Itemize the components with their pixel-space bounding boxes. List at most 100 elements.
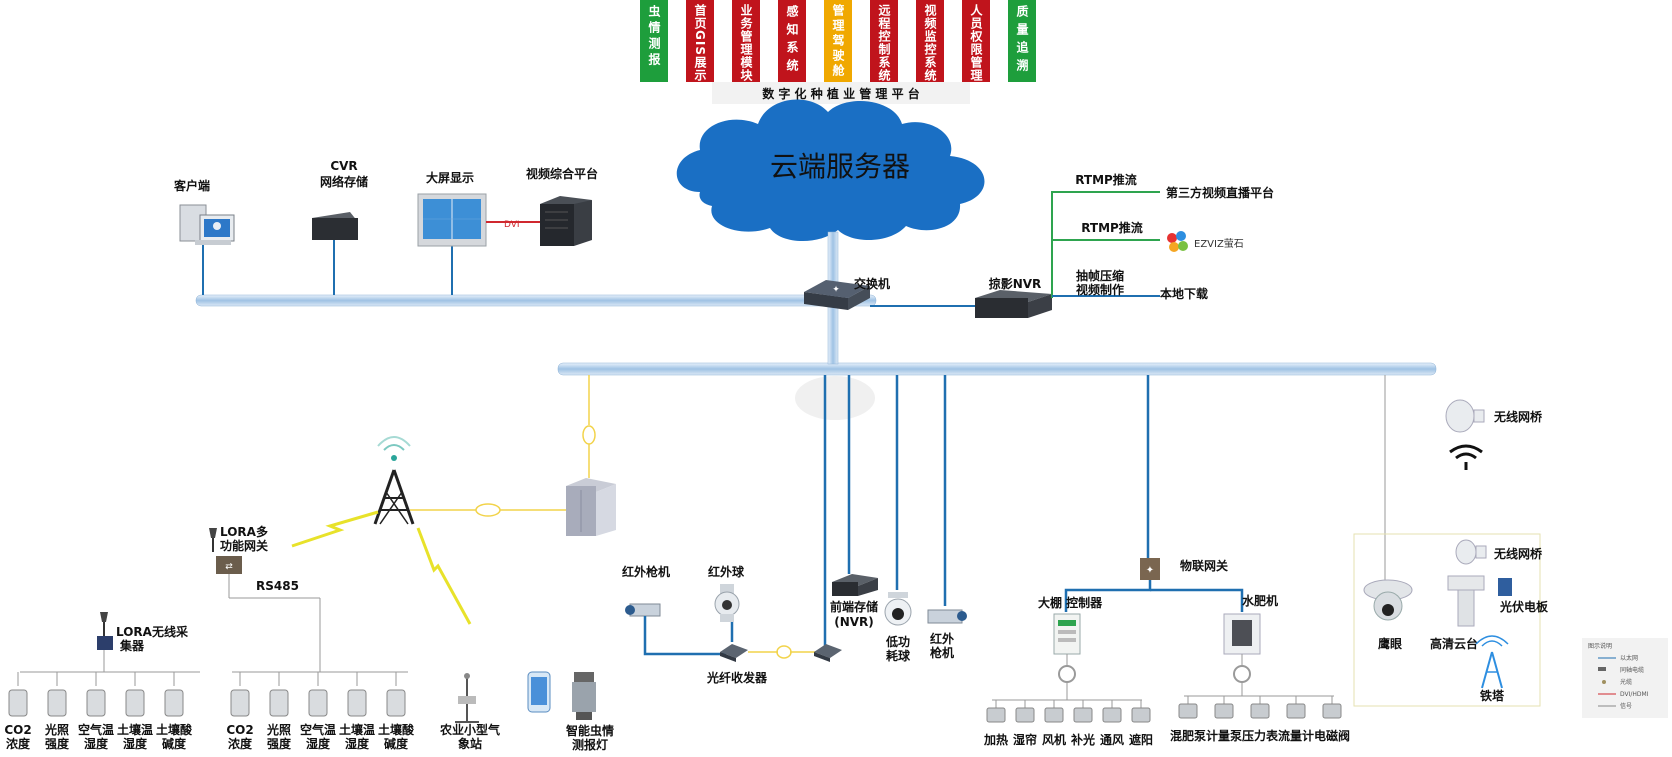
frame-label-1: 抽帧压缩: [1076, 268, 1124, 283]
nvr-icon: [975, 290, 1052, 318]
greenhouse-item-label-4: 通风: [1100, 732, 1124, 747]
insect-lamp-label-2: 测报灯: [572, 737, 608, 752]
weather-station-icon: [455, 673, 479, 723]
lora-gateway-icon: ⇄: [209, 528, 242, 574]
wifi-signal-icon: [1449, 444, 1483, 470]
eagle-eye-label: 鹰眼: [1378, 636, 1402, 651]
legend-item-0: 以太网: [1620, 654, 1638, 662]
cloud-server: 云端服务器: [676, 99, 985, 242]
eagle-eye-camera-icon: [1363, 579, 1413, 621]
tab-8: 质量追溯: [1008, 0, 1036, 82]
sensor-b-label-4-1: 土壤酸: [378, 722, 415, 737]
greenhouse-item-label-3: 补光: [1070, 732, 1095, 747]
fertilizer-item-icon-0: [1178, 703, 1198, 719]
ir-bullet-2-camera-icon: [927, 609, 967, 624]
svg-text:⇄: ⇄: [225, 562, 233, 572]
wireless-bridge-top-label: 无线网桥: [1493, 409, 1543, 424]
sensor-b-label-4-2: 碱度: [384, 736, 409, 751]
video-platform-label: 视频综合平台: [526, 166, 598, 181]
sensor-a-label-3-1: 土壤温: [117, 722, 153, 737]
lowpower-label-2: 耗球: [886, 648, 911, 663]
controller-label: 大棚 控制器: [1038, 595, 1103, 610]
greenhouse-item-icon-4: [1102, 707, 1122, 723]
sensor-a-sensor-icon-2: [86, 689, 106, 717]
ezviz-label: EZVIZ萤石: [1194, 238, 1244, 250]
sensor-a-sensor-icon-0: [8, 689, 28, 717]
video-platform-icon: [540, 196, 592, 246]
sensor-a-label-2-1: 空气温: [78, 722, 114, 737]
fertilizer-link: [1150, 588, 1244, 612]
weather-label-2: 象站: [458, 736, 482, 751]
sensor-b-label-0-1: CO2: [226, 723, 253, 737]
legend-swatch-coax: [1598, 667, 1606, 671]
fertilizer-item-label-1: 计量泵: [1206, 728, 1242, 743]
front-nvr-label-2: (NVR): [834, 615, 874, 629]
solar-panel-icon: [1498, 578, 1512, 596]
tab-1-label: 首页GIS展示: [693, 3, 707, 82]
greenhouse-item-icon-0: [986, 707, 1006, 723]
platform-title: 数 字 化 种 植 业 管 理 平 台: [762, 86, 920, 101]
sensor-a-label-0-2: 浓度: [6, 736, 31, 751]
ir-dome-label: 红外球: [708, 564, 745, 579]
ezviz-logo-icon: [1167, 231, 1188, 252]
download-label: 本地下载: [1160, 286, 1208, 301]
solar-label: 光伏电板: [1499, 599, 1549, 614]
lower-bus: [557, 362, 1437, 376]
fertilizer-item-label-4: 电磁阀: [1314, 728, 1350, 743]
front-nvr-label-1: 前端存储: [830, 599, 878, 614]
cvr-label-1: CVR: [330, 159, 357, 173]
sensor-a-label-1-2: 强度: [45, 736, 70, 751]
tab-5-label: 远程控制系统: [877, 4, 891, 82]
tower-label: 铁塔: [1480, 688, 1505, 703]
sensor-b-sensor-icon-3: [347, 689, 367, 717]
fiber-coil-3: [776, 645, 792, 659]
sensor-b-sensor-icon-1: [269, 689, 289, 717]
sensor-a-label-4-1: 土壤酸: [156, 722, 193, 737]
ir-bullet-2-label-2: 枪机: [930, 645, 954, 660]
tab-3: 感知系统: [778, 0, 806, 82]
signal-tower-icon: [373, 436, 415, 525]
client-pc-icon: [179, 204, 235, 245]
upper-bus: [195, 294, 877, 307]
legend-swatch-fiber: [1602, 680, 1606, 684]
dvi-label: DVI: [504, 220, 520, 230]
sensor-a-sensor-icon-3: [125, 689, 145, 717]
fertilizer-item-icon-3: [1286, 703, 1306, 719]
big-screen-label: 大屏显示: [426, 170, 474, 185]
client-label: 客户端: [173, 178, 210, 193]
tab-0: 虫情测报: [640, 0, 668, 82]
ir-bullet-label: 红外枪机: [622, 564, 670, 579]
legend: 图示说明 以太网 同轴电缆 光缆 DVI/HDMI 信号: [1582, 638, 1668, 718]
lora-collector-label-2: 集器: [119, 638, 145, 653]
cloud-label: 云端服务器: [770, 150, 910, 183]
lowpower-dome-icon: [884, 592, 912, 626]
iot-gateway-label: 物联网关: [1180, 558, 1228, 573]
tab-7-label: 人员权限管理: [969, 3, 983, 82]
wireless-group-box: [1353, 533, 1541, 707]
fiber-coil-2: [475, 503, 501, 517]
fertilizer-item-icon-1: [1214, 703, 1234, 719]
phone-icon: [527, 671, 551, 713]
tab-1: 首页GIS展示: [686, 0, 714, 82]
greenhouse-item-label-0: 加热: [983, 732, 1008, 747]
greenhouse-item-icon-5: [1131, 707, 1151, 723]
tab-6-label: 视频监控系统: [923, 3, 937, 82]
greenhouse-item-label-5: 遮阳: [1129, 732, 1153, 747]
rtmp-label-2: RTMP推流: [1081, 220, 1143, 235]
sensor-a-label-3-2: 湿度: [123, 736, 148, 751]
fiber-transceiver-1-icon: [720, 644, 748, 662]
ir-bullet-2-label-1: 红外: [930, 631, 954, 646]
tab-0-label: 虫情测报: [647, 4, 661, 69]
sensor-b-label-3-2: 湿度: [345, 736, 370, 751]
ptz-label: 高清云台: [1430, 636, 1478, 651]
fiber-transceiver-2-icon: [814, 644, 842, 662]
fertilizer-items: 混肥泵计量泵压力表流量计电磁阀: [1170, 696, 1350, 743]
tab-6: 视频监控系统: [916, 0, 944, 82]
fertilizer-item-label-0: 混肥泵: [1170, 728, 1206, 743]
rtmp-link-1: [1051, 191, 1160, 298]
platform-title-bar: [712, 82, 970, 104]
fertilizer-machine-icon: [1223, 613, 1261, 655]
cvr-label-2: 网络存储: [320, 174, 368, 189]
legend-item-2: 光缆: [1620, 678, 1632, 686]
